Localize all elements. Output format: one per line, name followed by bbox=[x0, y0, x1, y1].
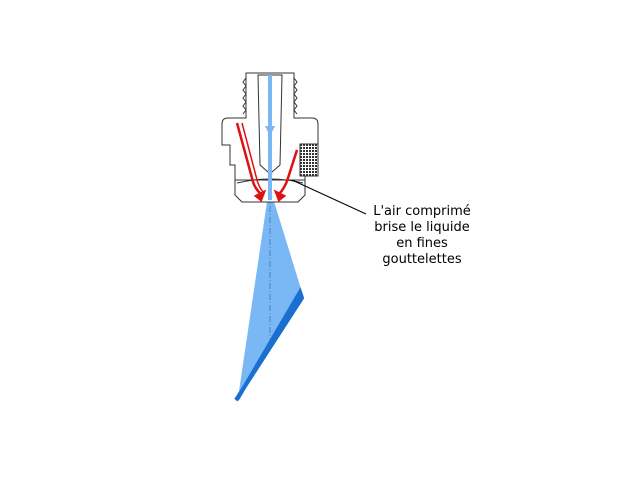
arrow-icon bbox=[253, 189, 267, 203]
caption-line: gouttelettes bbox=[382, 252, 462, 267]
caption-line: en fines bbox=[396, 236, 448, 251]
liquid-flow bbox=[265, 75, 275, 200]
annotation-caption: L'air comprimé brise le liquide en fines… bbox=[362, 204, 482, 268]
caption-line: brise le liquide bbox=[374, 220, 470, 235]
air-flow bbox=[235, 122, 299, 203]
spray-cone bbox=[234, 195, 305, 402]
arrow-down-icon bbox=[265, 126, 275, 136]
arrow-icon bbox=[273, 189, 287, 203]
caption-line: L'air comprimé bbox=[373, 204, 471, 219]
leader-line bbox=[291, 179, 367, 215]
